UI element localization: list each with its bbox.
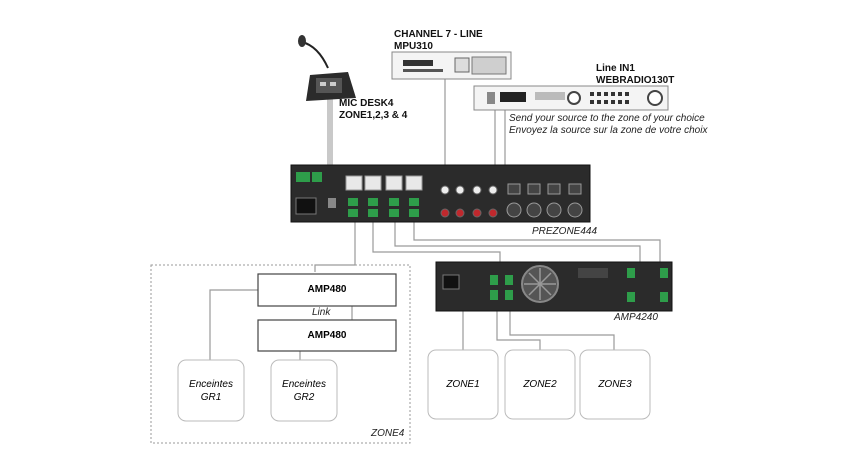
mic-label: MIC DESK4 ZONE1,2,3 & 4 xyxy=(339,98,407,122)
zone4-boundary xyxy=(150,264,411,444)
link-label: Link xyxy=(312,307,331,318)
speakers-gr2-label: Enceintes GR2 xyxy=(271,378,337,404)
speakers-gr2-line2: GR2 xyxy=(293,392,315,403)
zone1-label: ZONE1 xyxy=(446,379,480,390)
mic-desk4-device xyxy=(298,35,356,101)
prezone444-device xyxy=(290,164,591,223)
zone1-box xyxy=(427,349,499,420)
cable-zone3 xyxy=(509,305,615,350)
speakers-gr1-line1: Enceintes xyxy=(189,379,233,390)
cable-out-zone3 xyxy=(413,222,661,264)
linein1-line1: Line IN1 xyxy=(596,63,635,74)
send-note-en: Send your source to the zone of your cho… xyxy=(509,113,705,124)
speakers-gr1-line2: GR1 xyxy=(200,392,222,403)
amp480-top-label: AMP480 xyxy=(307,284,347,295)
mpu310-device xyxy=(391,51,512,80)
channel7-line2: MPU310 xyxy=(394,41,433,52)
amp4240-label: AMP4240 xyxy=(614,312,658,323)
zone4-label: ZONE4 xyxy=(371,428,405,439)
cable-out-zone4 xyxy=(314,222,356,272)
speakers-gr1-box xyxy=(177,359,245,422)
cable-zone2 xyxy=(496,305,541,350)
amp480-bottom-label: AMP480 xyxy=(307,330,347,341)
send-note-fr: Envoyez la source sur la zone de votre c… xyxy=(509,125,708,136)
zone3-label: ZONE3 xyxy=(598,379,632,390)
zone3-box xyxy=(579,349,651,420)
amp4240-device xyxy=(435,261,673,312)
linein1-line2: WEBRADIO130T xyxy=(596,75,675,86)
prezone-label: PREZONE444 xyxy=(532,226,598,237)
channel7-line1: CHANNEL 7 - LINE xyxy=(394,29,483,40)
speakers-gr2-line1: Enceintes xyxy=(282,379,326,390)
amp480-bottom-box xyxy=(257,319,397,352)
cable-out-zone2 xyxy=(394,222,641,264)
webradio-device xyxy=(473,85,669,111)
mic-line1: MIC DESK4 xyxy=(339,98,394,109)
channel7-label: CHANNEL 7 - LINE MPU310 xyxy=(394,29,483,53)
speakers-gr1-label: Enceintes GR1 xyxy=(178,378,244,404)
speakers-gr2-box xyxy=(270,359,338,422)
amp480-top-box xyxy=(257,273,397,307)
linein1-label: Line IN1 WEBRADIO130T xyxy=(596,63,674,87)
send-note: Send your source to the zone of your cho… xyxy=(509,113,707,137)
zone2-label: ZONE2 xyxy=(523,379,557,390)
mic-line2: ZONE1,2,3 & 4 xyxy=(339,110,408,121)
cable-gr1 xyxy=(209,289,258,360)
zone2-box xyxy=(504,349,576,420)
